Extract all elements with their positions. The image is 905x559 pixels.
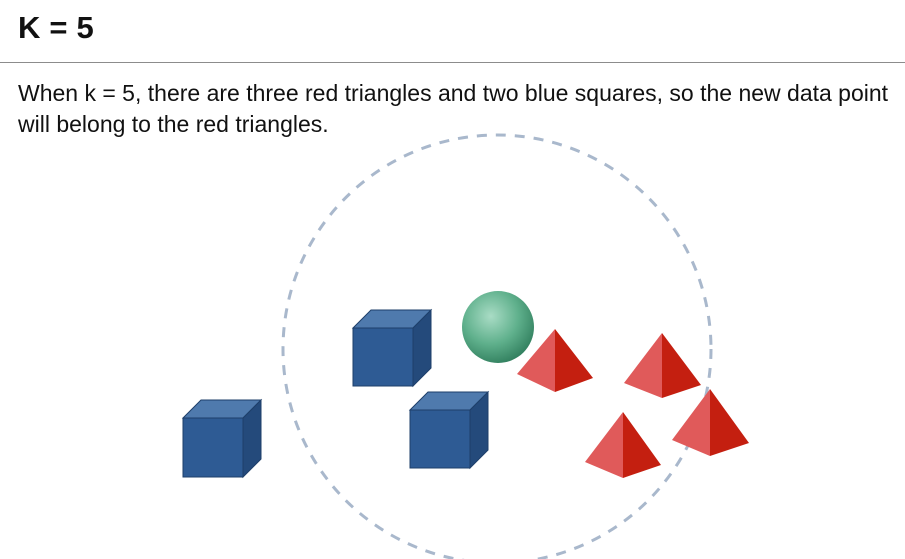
red-triangle-neighbor-3 [585, 412, 661, 478]
red-triangle-neighbor-2 [624, 333, 701, 398]
red-triangle-neighbor-1 [517, 329, 593, 392]
blue-square-neighbor-2 [408, 390, 490, 470]
description-text: When k = 5, there are three red triangle… [18, 80, 889, 137]
blue-square-outside [181, 398, 263, 479]
red-triangle-outside [672, 389, 749, 456]
title-divider [0, 62, 905, 63]
blue-square-neighbor-1 [351, 308, 433, 388]
new-data-point-sphere [462, 291, 534, 363]
k-neighborhood-circle [281, 133, 713, 559]
page-title: K = 5 [18, 10, 94, 45]
